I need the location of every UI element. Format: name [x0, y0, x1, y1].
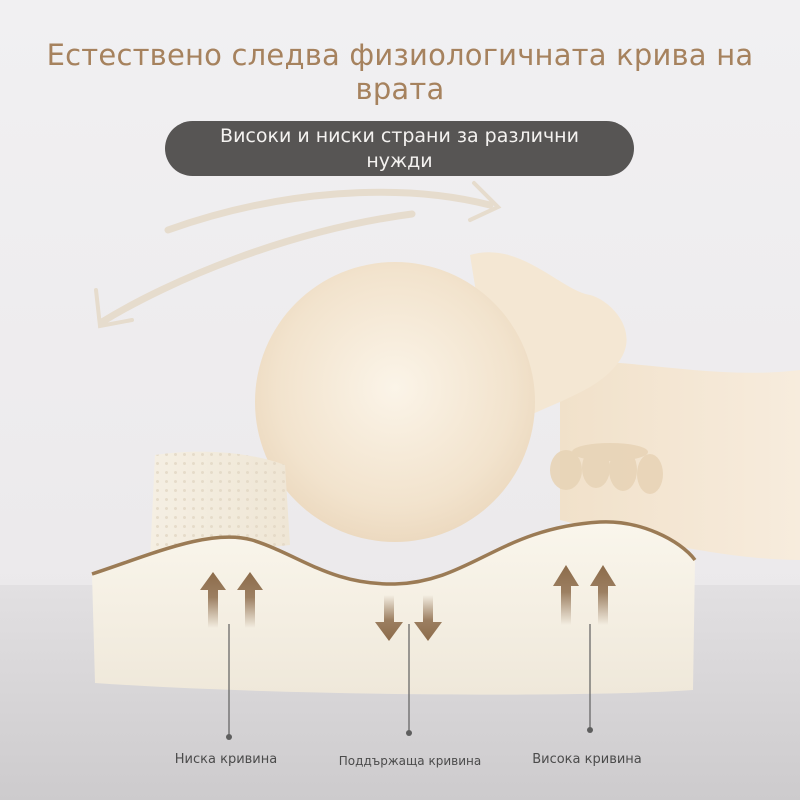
label-high-curve: Висока кривина — [532, 752, 642, 767]
high-curve-arrows — [553, 565, 616, 625]
label-low-curve: Ниска кривина — [174, 752, 278, 767]
feature-pill: Високи и ниски страни за различни нужди — [165, 121, 634, 176]
head-figure — [255, 252, 800, 560]
spine-shadow — [550, 443, 663, 494]
label-support-curve: Поддържаща кривина — [338, 754, 482, 768]
callout-dots — [226, 727, 593, 740]
headline: Естествено следва физиологичната крива н… — [46, 38, 754, 106]
low-curve-arrows — [200, 572, 263, 628]
callout-lines — [228, 624, 591, 737]
rotation-arrows — [94, 181, 502, 329]
support-curve-arrows — [375, 595, 442, 641]
